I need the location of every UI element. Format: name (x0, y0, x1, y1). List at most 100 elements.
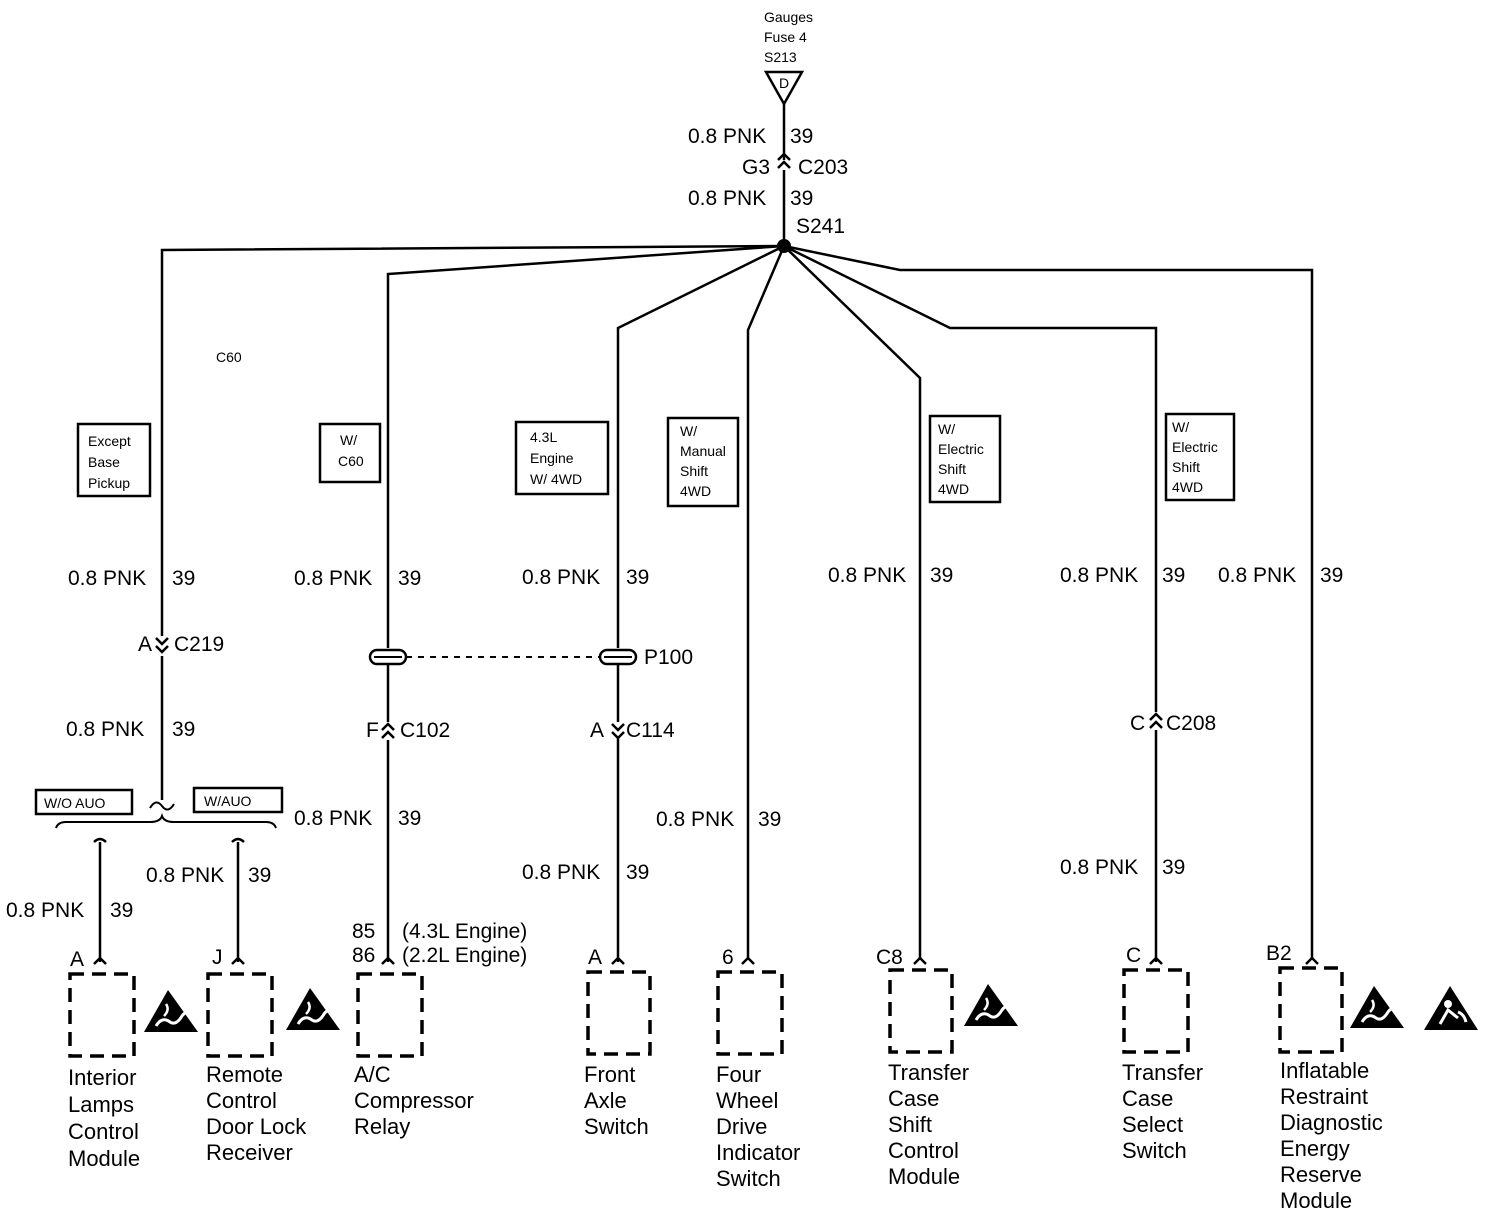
b6-pin: C (1126, 944, 1141, 967)
b6-cond-1: W/ (1172, 419, 1189, 435)
source-label-2: Fuse 4 (764, 29, 807, 45)
branch-remote-door-lock: 0.8 PNK 39 J Remote Control Door Lock Re… (146, 837, 342, 1165)
branch-inflatable-restraint-module: 0.8 PNK 39 B2 Inflatable Restraint Diagn… (1218, 564, 1480, 1213)
branch-transfer-case-shift-module: W/ Electric Shift 4WD 0.8 PNK 39 C8 Tran… (828, 414, 1020, 1189)
b7-name-5: Reserve (1280, 1162, 1362, 1187)
b1-option-left: W/O AUO (44, 795, 106, 811)
b3-cond-3: W/ 4WD (530, 471, 582, 487)
b1b-name-4: Receiver (206, 1140, 293, 1165)
b3-wire-2: 0.8 PNK (522, 861, 600, 884)
b2-pin-a: 85 (352, 920, 375, 943)
b4-cond-2: Manual (680, 443, 726, 459)
esd-warning-icon (1348, 984, 1406, 1030)
branch-transfer-case-select-switch: W/ Electric Shift 4WD 0.8 PNK 39 C C208 … (1060, 412, 1236, 1163)
b3-wire: 0.8 PNK (522, 566, 600, 589)
branch-ac-compressor-relay: W/ C60 0.8 PNK 39 F C102 0.8 PNK 39 85 (… (294, 422, 527, 1139)
fuse-source: Gauges Fuse 4 S213 D (763, 9, 813, 107)
b1a-pin: A (70, 948, 84, 971)
b4-component-box (716, 970, 784, 1056)
b5-wire: 0.8 PNK (828, 564, 906, 587)
b1b-circuit: 39 (248, 864, 271, 887)
b2-wire: 0.8 PNK (294, 567, 372, 590)
b2-wire-2: 0.8 PNK (294, 807, 372, 830)
main-wire-top: 0.8 PNK (688, 125, 766, 148)
b5-name-3: Shift (888, 1112, 932, 1137)
b2-circuit-2: 39 (398, 807, 421, 830)
b1a-name-4: Module (68, 1146, 140, 1171)
b1a-circuit: 39 (110, 899, 133, 922)
b7-name-2: Restraint (1280, 1084, 1368, 1109)
b1b-wire: 0.8 PNK (146, 864, 224, 887)
b5-cond-4: 4WD (938, 481, 969, 497)
b6-cond-3: Shift (1172, 459, 1200, 475)
c60-label: C60 (216, 349, 242, 365)
main-circuit-top: 39 (790, 125, 813, 148)
b7-pin: B2 (1266, 942, 1292, 965)
source-label-3: S213 (764, 49, 797, 65)
splice-label: S241 (796, 215, 845, 238)
b2-component-box (356, 972, 424, 1058)
b1-circuit: 39 (172, 567, 195, 590)
b6-name-2: Case (1122, 1086, 1173, 1111)
b4-name-3: Drive (716, 1114, 767, 1139)
main-conn-pin: G3 (742, 156, 770, 179)
b2-cond-1: W/ (340, 432, 357, 448)
b4-pin: 6 (722, 946, 734, 969)
b1-wire-2: 0.8 PNK (66, 718, 144, 741)
b1-cond-1: Except (88, 433, 131, 449)
b5-cond-2: Electric (938, 441, 984, 457)
branch-front-axle-switch: 4.3L Engine W/ 4WD 0.8 PNK 39 P100 A C11… (514, 420, 693, 1139)
b3-name-3: Switch (584, 1114, 649, 1139)
b3-cond-2: Engine (530, 450, 574, 466)
b5-cond-3: Shift (938, 461, 966, 477)
b7-name-1: Inflatable (1280, 1058, 1369, 1083)
b5-name-5: Module (888, 1164, 960, 1189)
b5-name-1: Transfer (888, 1060, 969, 1085)
main-circuit-bottom: 39 (790, 187, 813, 210)
b3-component-box (586, 970, 652, 1056)
b1a-name-2: Lamps (68, 1092, 134, 1117)
b1-conn-name: C219 (174, 633, 224, 656)
b1-cond-2: Base (88, 454, 120, 470)
b3-name-1: Front (584, 1062, 635, 1087)
source-label-1: Gauges (764, 9, 813, 25)
b5-component-box (888, 968, 954, 1054)
b6-conn-pin: C (1130, 712, 1145, 735)
branch-interior-lamps: 0.8 PNK 39 A Interior Lamps Control Modu… (6, 837, 200, 1171)
branch-wires (160, 244, 1314, 960)
b1a-name-3: Control (68, 1119, 139, 1144)
main-conn-name: C203 (798, 156, 848, 179)
b7-name-3: Diagnostic (1280, 1110, 1383, 1135)
b6-cond-4: 4WD (1172, 479, 1203, 495)
airbag-warning-icon (1422, 984, 1480, 1032)
b4-name-4: Indicator (716, 1140, 800, 1165)
b2-conn-name: C102 (400, 719, 450, 742)
main-feed: 0.8 PNK 39 G3 C203 0.8 PNK 39 S241 (688, 104, 848, 253)
b6-component-box (1122, 968, 1190, 1054)
b1b-name-3: Door Lock (206, 1114, 307, 1139)
branch-except-base-pickup: Except Base Pickup 0.8 PNK 39 A C219 0.8… (34, 422, 284, 829)
b3-conn-pin: A (590, 719, 604, 742)
b1a-component-box (68, 972, 136, 1058)
b1a-wire: 0.8 PNK (6, 899, 84, 922)
b6-name-1: Transfer (1122, 1060, 1203, 1085)
b3-pass-through: P100 (644, 646, 693, 669)
b5-pin: C8 (876, 946, 903, 969)
b4-cond-3: Shift (680, 463, 708, 479)
b7-name-6: Module (1280, 1188, 1352, 1213)
b2-name-2: Compressor (354, 1088, 474, 1113)
b4-cond-1: W/ (680, 423, 697, 439)
b6-conn-name: C208 (1166, 712, 1216, 735)
b3-name-2: Axle (584, 1088, 627, 1113)
b4-wire: 0.8 PNK (656, 808, 734, 831)
b2-cond-2: C60 (338, 453, 364, 469)
b6-circuit: 39 (1162, 564, 1185, 587)
b1b-name-2: Control (206, 1088, 277, 1113)
b5-circuit: 39 (930, 564, 953, 587)
b2-pin-b: 86 (352, 944, 375, 967)
b6-cond-2: Electric (1172, 439, 1218, 455)
b1-cond-3: Pickup (88, 475, 130, 491)
b3-cond-1: 4.3L (530, 429, 557, 445)
b3-circuit-2: 39 (626, 861, 649, 884)
